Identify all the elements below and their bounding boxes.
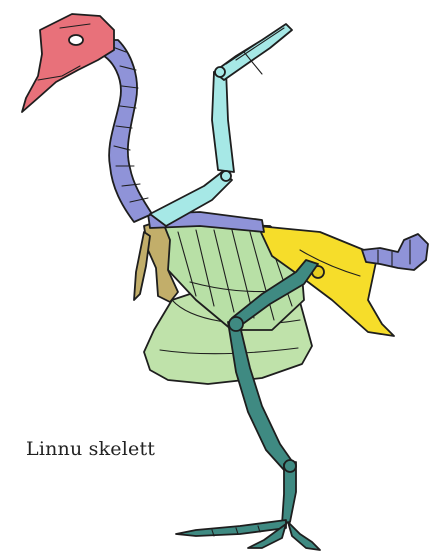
skull [22, 14, 114, 112]
toes [176, 520, 320, 550]
neck-vertebrae [96, 40, 152, 222]
wing [150, 24, 292, 226]
caption-label: Linnu skelett [26, 438, 155, 460]
